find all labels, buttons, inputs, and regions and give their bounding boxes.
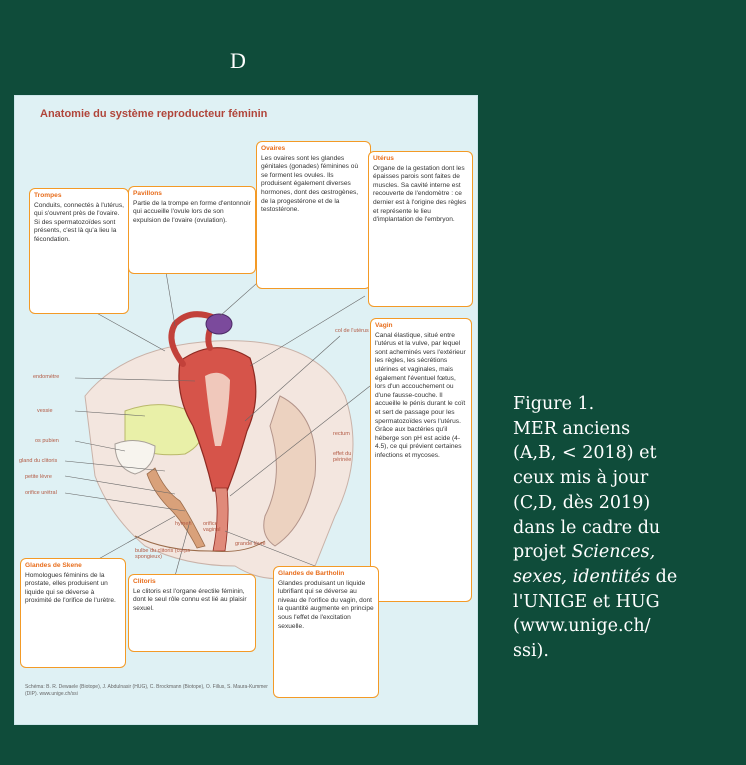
label-rectum: rectum — [333, 431, 350, 437]
callout-skene: Glandes de Skene Homologues féminins de … — [20, 558, 126, 668]
panel-letter: D — [226, 48, 250, 74]
caption-line: (A,B, < 2018) et — [513, 441, 738, 466]
caption-italic-text: sexes, identités — [513, 567, 650, 587]
callout-trompes: Trompes Conduits, connectés à l'utérus, … — [29, 188, 129, 314]
callout-text: Canal élastique, situé entre l'utérus et… — [375, 332, 466, 459]
label-gland-clitoris: gland du clitoris — [19, 458, 57, 464]
caption-line: ssi). — [513, 639, 738, 664]
caption-line: projet Sciences, — [513, 540, 738, 565]
figure-credits: Schéma: B. R. Dewaele (Biotope), J. Abdu… — [25, 684, 275, 697]
callout-text: Le clitoris est l'organe érectile fémini… — [133, 588, 247, 612]
callout-text: Les ovaires sont les glandes génitales (… — [261, 155, 358, 214]
callout-text: Organe de la gestation dont les épaisses… — [373, 165, 466, 224]
caption-line: MER anciens — [513, 417, 738, 442]
label-hymen: hymen — [175, 521, 192, 527]
callout-vagin: Vagin Canal élastique, situé entre l'uté… — [370, 318, 472, 602]
callout-title: Utérus — [373, 155, 468, 164]
label-endometre: endomètre — [33, 374, 59, 380]
label-orifice-uretral: orifice urétral — [25, 490, 57, 496]
caption-line: (www.unige.ch/ — [513, 614, 738, 639]
label-effet-perinee: effet du périnée — [333, 451, 369, 463]
callout-title: Ovaires — [261, 145, 366, 154]
label-grande-levre: grande lèvre — [235, 541, 266, 547]
callout-title: Clitoris — [133, 578, 251, 587]
callout-pavillons: Pavillons Partie de la trompe en forme d… — [128, 186, 256, 274]
callout-title: Pavillons — [133, 190, 251, 199]
label-vessie: vessie — [37, 408, 53, 414]
callout-title: Vagin — [375, 322, 467, 331]
label-petite-levre: petite lèvre — [25, 474, 52, 480]
callout-text: Homologues féminins de la prostate, elle… — [25, 572, 116, 605]
callout-title: Trompes — [34, 192, 124, 201]
label-os-pubien: os pubien — [35, 438, 59, 444]
caption-line: ceux mis à jour — [513, 466, 738, 491]
callout-text: Glandes produisant un liquide lubrifiant… — [278, 580, 374, 630]
callout-text: Conduits, connectés à l'utérus, qui s'ou… — [34, 202, 124, 243]
anatomy-figure: Anatomie du système reproducteur féminin — [14, 95, 478, 725]
figure-caption: Figure 1. MER anciens (A,B, < 2018) et c… — [513, 392, 738, 664]
caption-line: (C,D, dès 2019) — [513, 491, 738, 516]
label-bulbe: bulbe du clitoris (corps spongieux) — [135, 548, 205, 560]
caption-text: projet — [513, 542, 571, 562]
caption-line: sexes, identités de — [513, 565, 738, 590]
label-col-uterus: col de l'utérus — [335, 328, 369, 334]
caption-italic-text: Sciences, — [571, 542, 655, 562]
caption-line: l'UNIGE et HUG — [513, 590, 738, 615]
caption-line: dans le cadre du — [513, 516, 738, 541]
callout-title: Glandes de Skene — [25, 562, 121, 571]
caption-text: de — [650, 567, 677, 587]
label-orifice-vaginal: orifice vaginal — [203, 521, 233, 533]
callout-text: Partie de la trompe en forme d'entonnoir… — [133, 200, 251, 224]
callout-uterus: Utérus Organe de la gestation dont les é… — [368, 151, 473, 307]
callout-ovaires: Ovaires Les ovaires sont les glandes gén… — [256, 141, 371, 289]
caption-line: Figure 1. — [513, 392, 738, 417]
callout-title: Glandes de Bartholin — [278, 570, 374, 579]
callout-bartholin: Glandes de Bartholin Glandes produisant … — [273, 566, 379, 698]
callout-clitoris: Clitoris Le clitoris est l'organe érecti… — [128, 574, 256, 652]
